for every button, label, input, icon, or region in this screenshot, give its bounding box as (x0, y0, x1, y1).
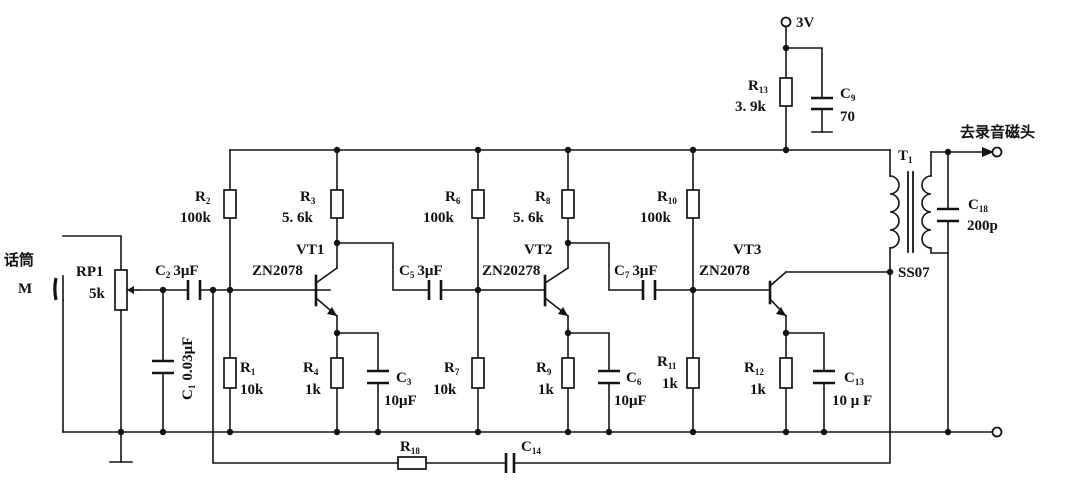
r2-name: R2 (195, 189, 211, 206)
potentiometer-rp1 (114, 269, 139, 311)
t1-name: T1 (898, 148, 913, 165)
r10-name: R10 (657, 189, 677, 206)
r7-name: R7 (444, 360, 460, 377)
rp1-value: 5k (89, 286, 106, 302)
vt2-model: ZN20278 (482, 263, 540, 279)
r2-value: 100k (180, 210, 212, 226)
r4-name: R4 (303, 360, 319, 377)
capacitor-c2 (186, 280, 202, 300)
r1-value: 10k (240, 382, 264, 398)
supply-voltage-label: 3V (796, 15, 815, 31)
r7-value: 10k (433, 382, 457, 398)
c6-name: C6 (626, 370, 642, 387)
c9-value: 70 (840, 109, 855, 125)
capacitor-c18 (937, 207, 959, 223)
c18-value: 200p (967, 218, 998, 234)
r9-value: 1k (538, 382, 555, 398)
mic-label: M (18, 281, 32, 297)
output-terminal-top (982, 146, 1003, 158)
resistor-r8 (561, 189, 575, 219)
r11-name: R11 (657, 354, 677, 371)
capacitor-c14 (504, 453, 516, 473)
capacitor-c1 (152, 359, 174, 375)
c18-name: C18 (968, 197, 988, 214)
microphone-symbol (53, 275, 64, 301)
output-terminal-bottom (991, 426, 1003, 438)
c13-name: C13 (844, 370, 864, 387)
capacitor-c13 (813, 369, 835, 385)
r9-name: R9 (536, 360, 552, 377)
vt1-name: VT1 (296, 242, 324, 258)
transformer-t1 (889, 171, 932, 253)
t1-model: SS07 (898, 265, 930, 281)
capacitor-c5 (427, 280, 443, 300)
vt3-name: VT3 (733, 242, 761, 258)
r11-value: 1k (662, 376, 679, 392)
vt2-name: VT2 (524, 242, 552, 258)
r6-name: R6 (445, 189, 461, 206)
c9-name: C9 (840, 86, 856, 103)
r18-name: R18 (400, 439, 420, 456)
wiring (62, 27, 996, 464)
resistor-r11 (686, 357, 700, 389)
r6-value: 100k (423, 210, 455, 226)
resistor-r3 (330, 189, 344, 219)
r3-name: R3 (300, 189, 316, 206)
r4-value: 1k (305, 382, 322, 398)
transistor-vt3 (768, 270, 788, 318)
r12-name: R12 (744, 360, 764, 377)
transistor-vt1 (314, 266, 339, 318)
vt3-model: ZN2078 (699, 263, 750, 279)
output-label: 去录音磁头 (960, 123, 1035, 141)
c3-name: C3 (396, 370, 412, 387)
c3-value: 10μF (384, 393, 417, 409)
c6-value: 10μF (614, 393, 647, 409)
resistor-r6 (471, 189, 485, 219)
resistor-r18 (397, 456, 427, 470)
r8-name: R8 (535, 189, 551, 206)
capacitor-c7 (641, 280, 657, 300)
c14-name: C14 (521, 439, 541, 456)
resistor-r4 (330, 357, 344, 389)
c13-value: 10 μ F (832, 393, 872, 409)
r8-value: 5. 6k (513, 210, 545, 226)
r12-value: 1k (750, 382, 767, 398)
resistor-r12 (779, 357, 793, 389)
rp1-name: RP1 (76, 264, 104, 280)
r13-value: 3. 9k (735, 99, 767, 115)
r3-value: 5. 6k (282, 210, 314, 226)
vt1-model: ZN2078 (252, 263, 303, 279)
transistor-vt2 (543, 266, 570, 318)
capacitor-c9 (811, 96, 833, 111)
capacitor-c6 (598, 369, 620, 385)
junction-dots (117, 44, 952, 436)
resistor-r10 (686, 189, 700, 219)
mic-label-cn: 话筒 (4, 251, 34, 269)
resistor-r7 (471, 357, 485, 389)
resistor-r1 (223, 357, 237, 389)
r1-name: R1 (240, 360, 256, 377)
c1-label: C10.03μF (180, 337, 197, 400)
resistor-r9 (561, 357, 575, 389)
r10-value: 100k (640, 210, 672, 226)
supply-terminal (780, 16, 792, 28)
resistor-r2 (223, 189, 237, 219)
r13-name: R13 (748, 78, 768, 95)
capacitor-c3 (367, 369, 389, 385)
resistor-r13 (779, 77, 793, 107)
